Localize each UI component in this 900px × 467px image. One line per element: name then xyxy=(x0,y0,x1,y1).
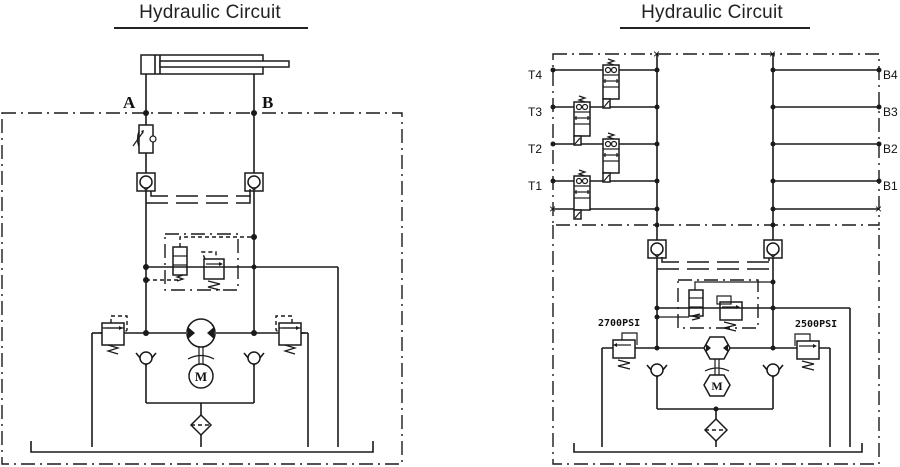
port-label-t4: T4 xyxy=(528,68,542,82)
relief-valve-left xyxy=(101,322,125,355)
valve-block-boundary xyxy=(677,279,759,329)
solenoid-valve-t4 xyxy=(602,58,620,109)
port-label-t3: T3 xyxy=(528,105,542,119)
left-title-underline xyxy=(114,27,308,29)
solenoid-valve xyxy=(688,289,704,321)
check-valve-right xyxy=(762,363,784,378)
right-diagram-title: Hydraulic Circuit xyxy=(641,2,783,23)
bidirectional-pump xyxy=(703,336,731,376)
pilot-check-valve-a xyxy=(136,172,156,192)
solenoid-valve-t3 xyxy=(573,95,591,146)
left-diagram-title: Hydraulic Circuit xyxy=(139,2,281,23)
electric-motor: M xyxy=(188,363,214,389)
svg-text:×: × xyxy=(769,47,776,61)
tank xyxy=(573,443,863,453)
solenoid-valve-t2 xyxy=(602,132,620,183)
junction-a xyxy=(143,110,149,116)
port-label-t2: T2 xyxy=(528,142,542,156)
throttle-check-valve xyxy=(132,124,157,154)
left-diagram: A B xyxy=(1,54,403,465)
port-label-b1: B1 xyxy=(883,179,898,193)
pressure-label-left: 2700PSI xyxy=(598,318,640,329)
junction-b xyxy=(251,110,257,116)
relief-valve-center xyxy=(200,251,225,291)
right-diagram: × × × × T4 xyxy=(528,47,898,465)
svg-text:×: × xyxy=(653,47,660,61)
solenoid-valve-t1 xyxy=(573,169,591,220)
tank xyxy=(30,441,374,453)
relief-valve-center xyxy=(716,295,743,332)
right-manifold-boundary xyxy=(552,225,880,465)
port-b-label: B xyxy=(262,93,273,112)
pilot-check-valve-b xyxy=(244,172,264,192)
electric-motor: M xyxy=(703,374,731,397)
filter xyxy=(703,417,729,443)
port-lines xyxy=(553,69,879,210)
left-manifold-boundary xyxy=(1,112,403,465)
check-valve-left xyxy=(646,363,668,378)
port-a-label: A xyxy=(123,93,136,112)
svg-text:×: × xyxy=(549,202,556,216)
port-label-t1: T1 xyxy=(528,179,542,193)
motor-label: M xyxy=(711,379,722,393)
port-label-b2: B2 xyxy=(883,142,898,156)
port-block-boundary xyxy=(552,53,880,226)
relief-valve-right xyxy=(794,333,820,371)
double-acting-cylinder xyxy=(140,54,290,75)
port-label-b4: B4 xyxy=(883,68,898,82)
check-valve-left xyxy=(135,351,157,366)
relief-valve-left xyxy=(612,332,638,370)
relief-valve-right xyxy=(278,322,302,355)
valve-block-boundary xyxy=(164,233,239,291)
check-valve-right xyxy=(243,351,265,366)
port-junctions xyxy=(550,67,882,228)
filter xyxy=(189,413,213,437)
solenoid-valve xyxy=(172,246,188,282)
right-title-underline xyxy=(620,27,810,29)
port-label-b3: B3 xyxy=(883,105,898,119)
pilot-check-valve-a xyxy=(647,239,667,259)
pilot-check-valve-b xyxy=(763,239,783,259)
motor-label: M xyxy=(195,369,207,384)
svg-text:×: × xyxy=(875,202,882,216)
bidirectional-pump xyxy=(186,318,216,368)
pressure-label-right: 2500PSI xyxy=(795,319,837,330)
